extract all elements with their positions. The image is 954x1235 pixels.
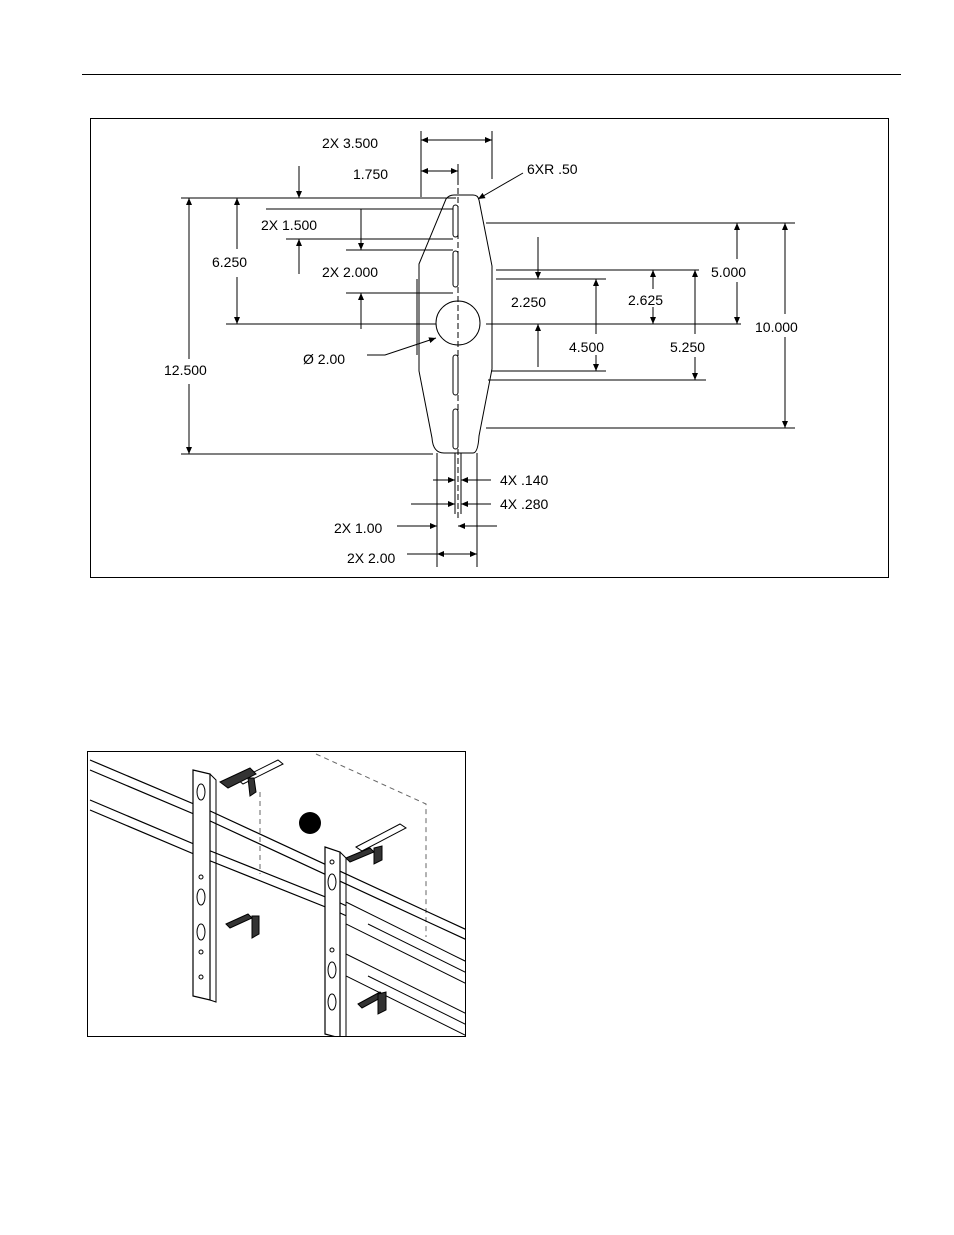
plate-outline bbox=[418, 194, 493, 454]
slot-2 bbox=[452, 250, 459, 288]
slot-3 bbox=[452, 354, 459, 396]
slot-4 bbox=[452, 408, 459, 450]
dim-2250: 2.250 bbox=[511, 294, 546, 310]
dim-2x-100: 2X 1.00 bbox=[334, 520, 382, 536]
dim-10000: 10.000 bbox=[755, 319, 798, 335]
dim-diameter-200: Ø 2.00 bbox=[303, 351, 345, 367]
dim-6250: 6.250 bbox=[212, 254, 247, 270]
dim-6xr-050: 6XR .50 bbox=[527, 161, 578, 177]
dimension-drawing-frame: 2X 3.500 1.750 6XR .50 2X 1.500 6.250 2X… bbox=[90, 118, 889, 578]
dim-2625: 2.625 bbox=[628, 292, 663, 308]
rail-installation-illustration bbox=[87, 751, 466, 1037]
dim-2x-1500: 2X 1.500 bbox=[261, 217, 317, 233]
dim-4x-0140: 4X .140 bbox=[500, 472, 548, 488]
slot-1 bbox=[452, 204, 459, 238]
dim-2x-3500: 2X 3.500 bbox=[322, 135, 378, 151]
rail-illustration-svg bbox=[89, 753, 465, 1036]
dim-4x-0280: 4X .280 bbox=[500, 496, 548, 512]
dim-5000: 5.000 bbox=[711, 264, 746, 280]
dim-2x-2000: 2X 2.000 bbox=[322, 264, 378, 280]
dim-5250: 5.250 bbox=[670, 339, 705, 355]
dim-2x-200: 2X 2.00 bbox=[347, 550, 395, 566]
dim-12500: 12.500 bbox=[164, 362, 207, 378]
dim-1750: 1.750 bbox=[353, 166, 388, 182]
callout-marker-dot bbox=[299, 812, 321, 834]
dim-4500: 4.500 bbox=[569, 339, 604, 355]
dimension-drawing: 2X 3.500 1.750 6XR .50 2X 1.500 6.250 2X… bbox=[164, 131, 798, 567]
header-rule bbox=[82, 74, 901, 75]
